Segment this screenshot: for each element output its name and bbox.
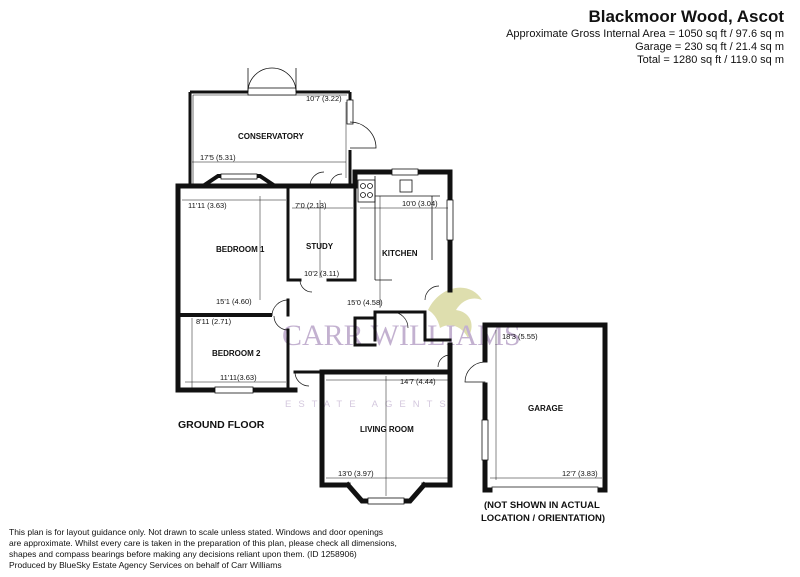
kitchen-dim-a: 10'0 (3.04) — [402, 199, 438, 208]
bedroom2-window — [214, 386, 254, 394]
bedroom2-dim-b: 11'11(3.63) — [220, 373, 257, 382]
kitchen-window — [446, 199, 454, 241]
total-area-line: Total = 1280 sq ft / 119.0 sq m — [637, 54, 784, 66]
conservatory-label: CONSERVATORY — [238, 132, 304, 141]
gross-area-line: Approximate Gross Internal Area = 1050 s… — [506, 28, 784, 40]
property-header: Blackmoor Wood, Ascot Approximate Gross … — [506, 6, 784, 67]
garage-note-line2: LOCATION / ORIENTATION) — [481, 513, 605, 524]
disclaimer-line: shapes and compass bearings before makin… — [9, 549, 357, 559]
bedroom1-dim-a: 11'11 (3.63) — [188, 201, 227, 210]
kitchen-fittings — [357, 176, 440, 281]
watermark-sub: ESTATE AGENTS — [285, 399, 453, 410]
door-swings — [271, 171, 451, 387]
property-title: Blackmoor Wood, Ascot — [588, 7, 784, 26]
study-label: STUDY — [306, 242, 334, 251]
garage-dim-b: 12'7 (3.83) — [562, 469, 598, 478]
french-doors — [247, 67, 297, 96]
garage-note-line1: (NOT SHOWN IN ACTUAL — [484, 500, 600, 511]
garage-window — [481, 419, 489, 461]
bedroom2-dim-a: 8'11 (2.71) — [196, 317, 232, 326]
producer-line: Produced by BlueSky Estate Agency Servic… — [9, 560, 282, 570]
bedroom2-label: BEDROOM 2 — [212, 349, 261, 358]
bedroom1-bay-window — [201, 173, 277, 188]
living-room-label: LIVING ROOM — [360, 425, 414, 434]
hob-icon — [357, 179, 376, 203]
living-window — [367, 497, 405, 505]
disclaimer-line: are approximate. Whilst every care is ta… — [9, 538, 397, 548]
kitchen-rear-window — [391, 168, 419, 176]
horse-emblem-icon — [428, 287, 482, 338]
garage-dim-a: 18'3 (5.55) — [502, 332, 538, 341]
garage-label: GARAGE — [528, 404, 564, 413]
living-dim-b: 13'0 (3.97) — [338, 469, 374, 478]
sink-icon — [399, 179, 413, 193]
disclaimer-footer: This plan is for layout guidance only. N… — [9, 527, 479, 571]
disclaimer-line: This plan is for layout guidance only. N… — [9, 527, 384, 537]
conservatory-dim-l: 17'5 (5.31) — [200, 153, 236, 162]
bedroom1-label: BEDROOM 1 — [216, 245, 265, 254]
kitchen-dim-b: 15'0 (4.58) — [347, 298, 383, 307]
garage-area-line: Garage = 230 sq ft / 21.4 sq m — [635, 41, 784, 53]
study-dim-b: 10'2 (3.11) — [304, 269, 340, 278]
conservatory-window — [346, 99, 354, 125]
kitchen-label: KITCHEN — [382, 249, 418, 258]
study-dim-a: 7'0 (2.13) — [295, 201, 327, 210]
living-dim-a: 14'7 (4.44) — [400, 377, 436, 386]
watermark-logo: CARR WILLIAMS ESTATE AGENTS — [282, 287, 521, 410]
watermark-brand: CARR WILLIAMS — [282, 319, 521, 352]
conservatory-dim-w: 10'7 (3.22) — [306, 94, 342, 103]
floor-label: GROUND FLOOR — [178, 419, 265, 431]
bedroom1-dim-b: 15'1 (4.60) — [216, 297, 252, 306]
garage-walls — [464, 322, 608, 493]
side-door-swing — [349, 121, 377, 149]
dimension-lines — [182, 102, 602, 496]
